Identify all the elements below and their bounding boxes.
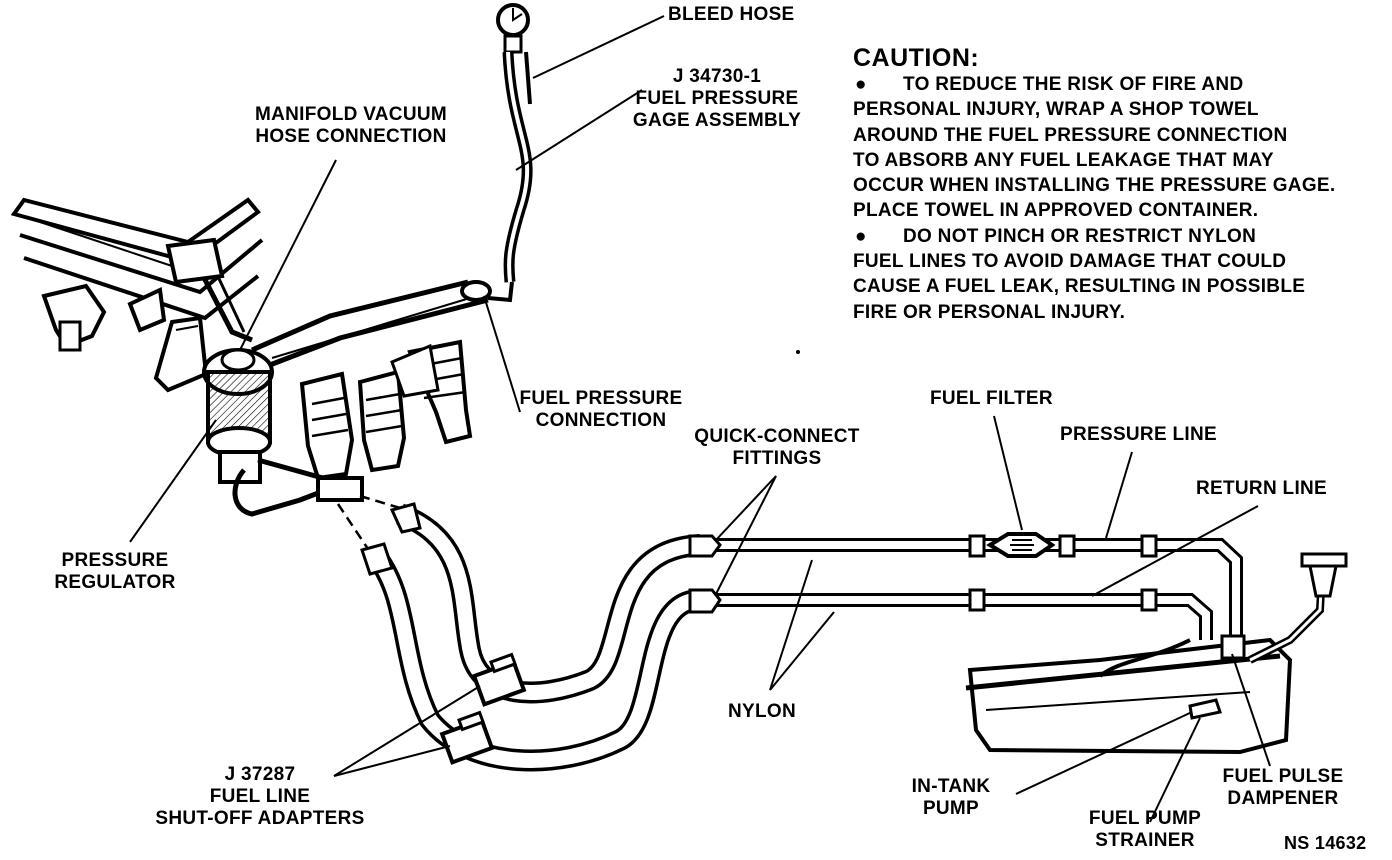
label-line: FUEL PRESSURE bbox=[635, 88, 799, 109]
label-line: PRESSURE LINE bbox=[1060, 424, 1217, 445]
caution-line: TO ABSORB ANY FUEL LEAKAGE THAT MAY bbox=[853, 148, 1373, 173]
caution-line: PLACE TOWEL IN APPROVED CONTAINER. bbox=[853, 198, 1373, 223]
label-line: RETURN LINE bbox=[1196, 478, 1328, 499]
caution-line: ● DO NOT PINCH OR RESTRICT NYLON bbox=[853, 224, 1373, 249]
label-line: SHUT-OFF ADAPTERS bbox=[155, 808, 365, 829]
label-pressure-regulator: PRESSURE REGULATOR bbox=[40, 550, 190, 594]
caution-text: FUEL LINES TO AVOID DAMAGE THAT COULD bbox=[853, 251, 1287, 273]
label-line: FUEL PULSE bbox=[1222, 766, 1344, 787]
caution-line: FIRE OR PERSONAL INJURY. bbox=[853, 300, 1373, 325]
shutoff-adapters bbox=[439, 652, 527, 765]
pressure-regulator bbox=[202, 348, 364, 517]
caution-text: PLACE TOWEL IN APPROVED CONTAINER. bbox=[853, 200, 1259, 222]
bullet-icon: ● bbox=[855, 225, 867, 247]
label-line: DAMPENER bbox=[1227, 788, 1339, 809]
bullet-icon: ● bbox=[855, 74, 867, 95]
injectors-left bbox=[41, 237, 225, 393]
caution-block: CAUTION: ● TO REDUCE THE RISK OF FIRE AND… bbox=[853, 44, 1373, 325]
caution-text: AROUND THE FUEL PRESSURE CONNECTION bbox=[853, 124, 1288, 146]
label-line: PRESSURE bbox=[61, 550, 169, 571]
leader-lines bbox=[129, 15, 1271, 823]
caution-line: OCCUR WHEN INSTALLING THE PRESSURE GAGE. bbox=[853, 173, 1373, 198]
caution-line: FUEL LINES TO AVOID DAMAGE THAT COULD bbox=[853, 249, 1373, 274]
caution-text: CAUSE A FUEL LEAK, RESULTING IN POSSIBLE bbox=[853, 276, 1306, 298]
label-line: FUEL PRESSURE bbox=[519, 388, 683, 409]
caution-line: AROUND THE FUEL PRESSURE CONNECTION bbox=[853, 123, 1373, 148]
pressure-gage bbox=[496, 3, 533, 283]
label-line: BLEED HOSE bbox=[668, 4, 795, 25]
label-line: NS 14632 bbox=[1284, 833, 1367, 853]
label-line: HOSE CONNECTION bbox=[255, 126, 447, 147]
stray-dot bbox=[796, 350, 800, 354]
label-return-line: RETURN LINE bbox=[1196, 478, 1327, 500]
label-fuel-pulse-dampener: FUEL PULSE DAMPENER bbox=[1208, 766, 1358, 810]
label-manifold-vacuum: MANIFOLD VACUUM HOSE CONNECTION bbox=[226, 104, 476, 148]
caution-text: TO ABSORB ANY FUEL LEAKAGE THAT MAY bbox=[853, 149, 1274, 171]
label-line: J 34730-1 bbox=[672, 66, 762, 87]
label-shutoff-adapters: J 37287 FUEL LINE SHUT-OFF ADAPTERS bbox=[140, 764, 380, 830]
label-line: MANIFOLD VACUUM bbox=[254, 104, 447, 125]
label-line: FITTINGS bbox=[732, 448, 822, 469]
label-line: IN-TANK bbox=[911, 776, 991, 797]
caution-text: PERSONAL INJURY, WRAP A SHOP TOWEL bbox=[853, 99, 1259, 121]
label-fuel-filter: FUEL FILTER bbox=[930, 388, 1053, 410]
label-in-tank-pump: IN-TANK PUMP bbox=[896, 776, 1006, 820]
label-line: FUEL FILTER bbox=[930, 388, 1053, 409]
figure-number: NS 14632 bbox=[1284, 832, 1366, 854]
caution-text: OCCUR WHEN INSTALLING THE PRESSURE GAGE. bbox=[853, 175, 1336, 197]
label-fuel-pressure-connection: FUEL PRESSURE CONNECTION bbox=[506, 388, 696, 432]
label-line: FUEL PUMP bbox=[1088, 808, 1202, 829]
label-quick-connect: QUICK-CONNECT FITTINGS bbox=[682, 426, 872, 470]
label-line: REGULATOR bbox=[54, 572, 176, 593]
quick-connect-fittings bbox=[688, 534, 1158, 614]
caution-text: FIRE OR PERSONAL INJURY. bbox=[853, 301, 1126, 323]
injectors-right bbox=[299, 339, 473, 481]
label-line: FUEL LINE bbox=[209, 786, 311, 807]
caution-title: CAUTION: bbox=[853, 44, 980, 72]
fuel-tank bbox=[965, 552, 1348, 755]
label-line: CONNECTION bbox=[535, 410, 667, 431]
nylon-lines bbox=[700, 538, 1243, 640]
fuel-filter bbox=[986, 532, 1056, 558]
caution-line: CAUSE A FUEL LEAK, RESULTING IN POSSIBLE bbox=[853, 274, 1373, 299]
label-line: STRAINER bbox=[1095, 830, 1195, 851]
label-pressure-line: PRESSURE LINE bbox=[1060, 424, 1217, 446]
caution-line: ● TO REDUCE THE RISK OF FIRE AND bbox=[853, 72, 1373, 97]
adapter-hoses bbox=[336, 494, 702, 772]
caution-text: DO NOT PINCH OR RESTRICT NYLON bbox=[903, 225, 1257, 247]
label-fuel-pump-strainer: FUEL PUMP STRAINER bbox=[1070, 808, 1220, 852]
label-line: QUICK-CONNECT bbox=[694, 426, 860, 447]
label-line: J 37287 bbox=[224, 764, 296, 785]
label-line: PUMP bbox=[922, 798, 980, 819]
label-line: GAGE ASSEMBLY bbox=[632, 110, 802, 131]
caution-line: PERSONAL INJURY, WRAP A SHOP TOWEL bbox=[853, 97, 1373, 122]
fuel-rail bbox=[10, 197, 514, 371]
caution-lines: ● TO REDUCE THE RISK OF FIRE AND PERSONAL … bbox=[853, 72, 1373, 325]
label-bleed-hose: BLEED HOSE bbox=[668, 4, 795, 26]
label-gage-assembly: J 34730-1 FUEL PRESSURE GAGE ASSEMBLY bbox=[612, 66, 822, 132]
caution-text: TO REDUCE THE RISK OF FIRE AND bbox=[903, 74, 1244, 95]
label-line: NYLON bbox=[728, 701, 796, 722]
label-nylon: NYLON bbox=[728, 701, 796, 723]
